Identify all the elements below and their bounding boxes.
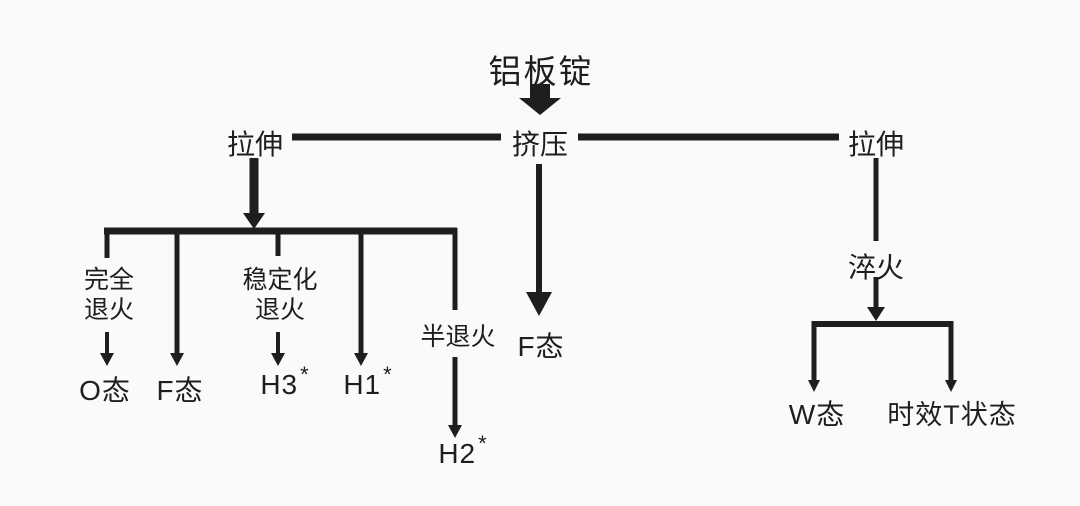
half-anneal-label: 半退火 <box>420 323 496 351</box>
w-temper-label: W态 <box>788 399 846 430</box>
root-node-label: 铝板锭 <box>488 53 594 90</box>
stabilized-anneal-line2: 退火 <box>254 296 306 324</box>
extrusion-label: 挤压 <box>511 129 569 160</box>
quench-label: 淬火 <box>847 252 905 283</box>
h1-temper-label: H1* <box>343 362 391 401</box>
h2-asterisk: * <box>478 431 488 456</box>
full-anneal-line2: 退火 <box>83 296 135 324</box>
h1-asterisk: * <box>383 362 393 387</box>
arrow-to-w-temper <box>808 321 820 392</box>
arrow-quench-to-bar <box>867 277 885 321</box>
arrow-to-f-temper-left <box>170 228 184 366</box>
h3-temper-label: H3* <box>260 362 308 401</box>
arrow-extrusion-to-f-temper <box>526 164 552 316</box>
h3-asterisk: * <box>300 362 310 387</box>
f-temper-center-label: F态 <box>517 331 565 362</box>
stabilized-anneal-line1: 稳定化 <box>242 266 318 294</box>
arrow-stretchleft-to-bar <box>243 158 265 229</box>
stabilized-anneal-label: 稳定化 退火 <box>242 265 317 325</box>
stretch-right-label: 拉伸 <box>847 129 905 160</box>
arrow-to-o-temper <box>100 332 114 366</box>
arrow-root-to-extrusion <box>519 84 561 115</box>
h2-temper-label: H2* <box>438 431 486 470</box>
h1-temper-text: H1 <box>343 369 382 400</box>
arrow-to-h1-temper <box>354 228 368 366</box>
f-temper-left-label: F态 <box>156 375 204 406</box>
h2-temper-text: H2 <box>438 438 477 469</box>
arrow-to-h3-temper <box>271 332 285 366</box>
o-temper-label: O态 <box>79 375 131 406</box>
arrow-to-aged-t-temper <box>945 321 957 392</box>
stretch-left-label: 拉伸 <box>226 129 284 160</box>
h3-temper-text: H3 <box>260 369 299 400</box>
full-anneal-label: 完全 退火 <box>84 265 134 325</box>
full-anneal-line1: 完全 <box>83 266 135 294</box>
arrow-to-h2-temper <box>448 357 462 438</box>
aged-t-temper-label: 时效T状态 <box>887 400 1017 430</box>
